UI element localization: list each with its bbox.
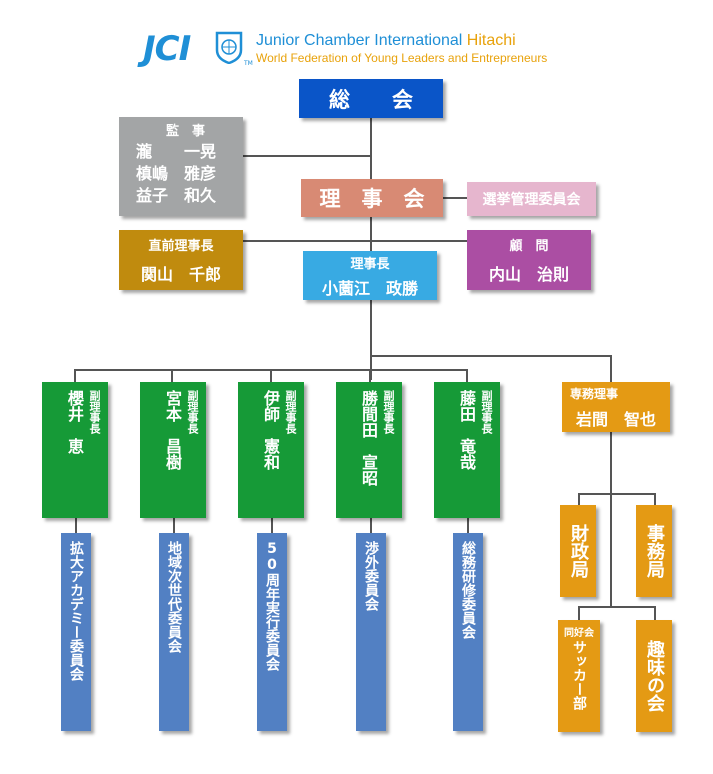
connector-line bbox=[578, 606, 580, 620]
vice-president-name: 宮本 昌樹 bbox=[162, 390, 182, 470]
organization-name-hitachi: Hitachi bbox=[466, 32, 516, 49]
club-title: 同好会 bbox=[564, 628, 594, 639]
executive-director-name: 岩間 智也 bbox=[575, 409, 656, 429]
vice-president-title: 副理事長 bbox=[382, 390, 395, 434]
vice-president-name: 櫻井 恵 bbox=[64, 390, 84, 454]
auditors-title: 監 事 bbox=[166, 124, 206, 139]
committee-box: 渉外委員会 bbox=[356, 533, 386, 731]
vice-president-surname: 櫻井 bbox=[65, 390, 84, 422]
jci-logo-text: JCI bbox=[143, 29, 191, 69]
auditors-box: 監 事 瀧 一晃 槙嶋 雅彦 益子 和久 bbox=[119, 117, 243, 216]
vice-president-title: 副理事長 bbox=[284, 390, 297, 434]
committee-box: 50周年実行委員会 bbox=[257, 533, 287, 731]
vice-president-surname: 伊師 bbox=[261, 390, 280, 422]
vice-president-given-name: 恵 bbox=[65, 438, 84, 454]
secretariat-label: 事務局 bbox=[644, 524, 665, 578]
committee-box: 拡大アカデミー委員会 bbox=[61, 533, 91, 731]
election-committee-label: 選挙管理委員会 bbox=[482, 192, 581, 208]
connector-line bbox=[243, 155, 370, 157]
committee-label: 総務研修委員会 bbox=[460, 541, 476, 639]
vice-president-surname: 藤田 bbox=[457, 390, 476, 422]
committee-label: 50周年実行委員会 bbox=[264, 541, 280, 671]
president-name: 小薗江 政勝 bbox=[321, 278, 418, 298]
executive-director-box: 専務理事 岩間 智也 bbox=[562, 382, 670, 432]
vice-president-name: 伊師 憲和 bbox=[260, 390, 280, 470]
auditor-name: 瀧 一晃 bbox=[136, 142, 217, 161]
board-of-directors-label: 理 事 会 bbox=[319, 187, 425, 211]
connector-line bbox=[173, 518, 175, 533]
vice-president-given-name: 憲和 bbox=[261, 438, 280, 470]
finance-office-label: 財政局 bbox=[568, 524, 589, 578]
connector-line bbox=[466, 369, 468, 383]
connector-line bbox=[370, 355, 611, 357]
connector-line bbox=[370, 518, 372, 533]
connector-line bbox=[654, 493, 656, 505]
board-of-directors-box: 理 事 会 bbox=[301, 179, 443, 217]
connector-line bbox=[578, 606, 655, 608]
president-title: 理事長 bbox=[350, 256, 390, 272]
connector-line bbox=[610, 355, 612, 382]
committee-label: 渉外委員会 bbox=[363, 541, 379, 611]
connector-line bbox=[370, 118, 372, 380]
vice-president-title: 副理事長 bbox=[88, 390, 101, 434]
vice-president-surname: 宮本 bbox=[163, 390, 182, 422]
auditor-name: 槙嶋 雅彦 bbox=[136, 164, 217, 183]
vice-president-name: 勝間田 宣昭 bbox=[358, 390, 378, 486]
president-box: 理事長 小薗江 政勝 bbox=[303, 251, 437, 300]
organization-tagline: World Federation of Young Leaders and En… bbox=[256, 51, 548, 65]
vice-president-title: 副理事長 bbox=[480, 390, 493, 434]
connector-line bbox=[610, 432, 612, 608]
trademark-mark: TM bbox=[244, 60, 253, 67]
general-assembly-label: 総 会 bbox=[329, 87, 413, 112]
vice-president-surname: 勝間田 bbox=[359, 390, 378, 438]
connector-line bbox=[171, 369, 173, 383]
advisor-title: 顧 問 bbox=[509, 239, 549, 254]
vice-president-given-name: 宣昭 bbox=[359, 454, 378, 486]
election-committee-box: 選挙管理委員会 bbox=[467, 182, 596, 216]
connector-line bbox=[578, 493, 580, 505]
connector-line bbox=[654, 606, 656, 620]
committee-box: 総務研修委員会 bbox=[453, 533, 483, 731]
past-president-name: 関山 千郎 bbox=[140, 265, 221, 284]
connector-line bbox=[369, 369, 371, 383]
connector-line bbox=[243, 240, 467, 242]
vice-president-given-name: 竜哉 bbox=[457, 438, 476, 470]
committee-label: 地域次世代委員会 bbox=[166, 541, 182, 653]
auditor-name: 益子 和久 bbox=[136, 186, 217, 205]
connector-line bbox=[271, 518, 273, 533]
secretariat-box: 事務局 bbox=[636, 505, 672, 597]
jci-globe-icon bbox=[215, 31, 243, 64]
executive-director-title: 専務理事 bbox=[570, 386, 619, 401]
vice-president-box: 櫻井 恵 副理事長 bbox=[42, 382, 108, 518]
past-president-title: 直前理事長 bbox=[148, 239, 214, 254]
vice-president-given-name: 昌樹 bbox=[163, 438, 182, 470]
organization-name-main: Junior Chamber International bbox=[256, 32, 467, 49]
connector-line bbox=[443, 197, 467, 199]
connector-line bbox=[75, 518, 77, 533]
club-name: サッカー部 bbox=[571, 640, 587, 710]
finance-office-box: 財政局 bbox=[560, 505, 596, 597]
vice-president-name: 藤田 竜哉 bbox=[456, 390, 476, 470]
advisor-box: 顧 問 内山 治則 bbox=[467, 230, 591, 290]
club-box: 同好会 サッカー部 bbox=[558, 620, 600, 732]
hobby-club-label: 趣味の会 bbox=[644, 640, 665, 712]
connector-line bbox=[270, 369, 272, 383]
vice-president-box: 伊師 憲和 副理事長 bbox=[238, 382, 304, 518]
connector-line bbox=[467, 518, 469, 533]
connector-line bbox=[578, 493, 655, 495]
vice-president-box: 勝間田 宣昭 副理事長 bbox=[336, 382, 402, 518]
vice-president-box: 宮本 昌樹 副理事長 bbox=[140, 382, 206, 518]
past-president-box: 直前理事長 関山 千郎 bbox=[119, 230, 243, 290]
vice-president-title: 副理事長 bbox=[186, 390, 199, 434]
committee-box: 地域次世代委員会 bbox=[159, 533, 189, 731]
vice-president-box: 藤田 竜哉 副理事長 bbox=[434, 382, 500, 518]
general-assembly-box: 総 会 bbox=[299, 79, 443, 118]
organization-name: Junior Chamber International Hitachi bbox=[256, 32, 516, 50]
advisor-name: 内山 治則 bbox=[488, 265, 569, 284]
connector-line bbox=[74, 369, 76, 383]
committee-label: 拡大アカデミー委員会 bbox=[68, 541, 84, 681]
hobby-club-box: 趣味の会 bbox=[636, 620, 672, 732]
